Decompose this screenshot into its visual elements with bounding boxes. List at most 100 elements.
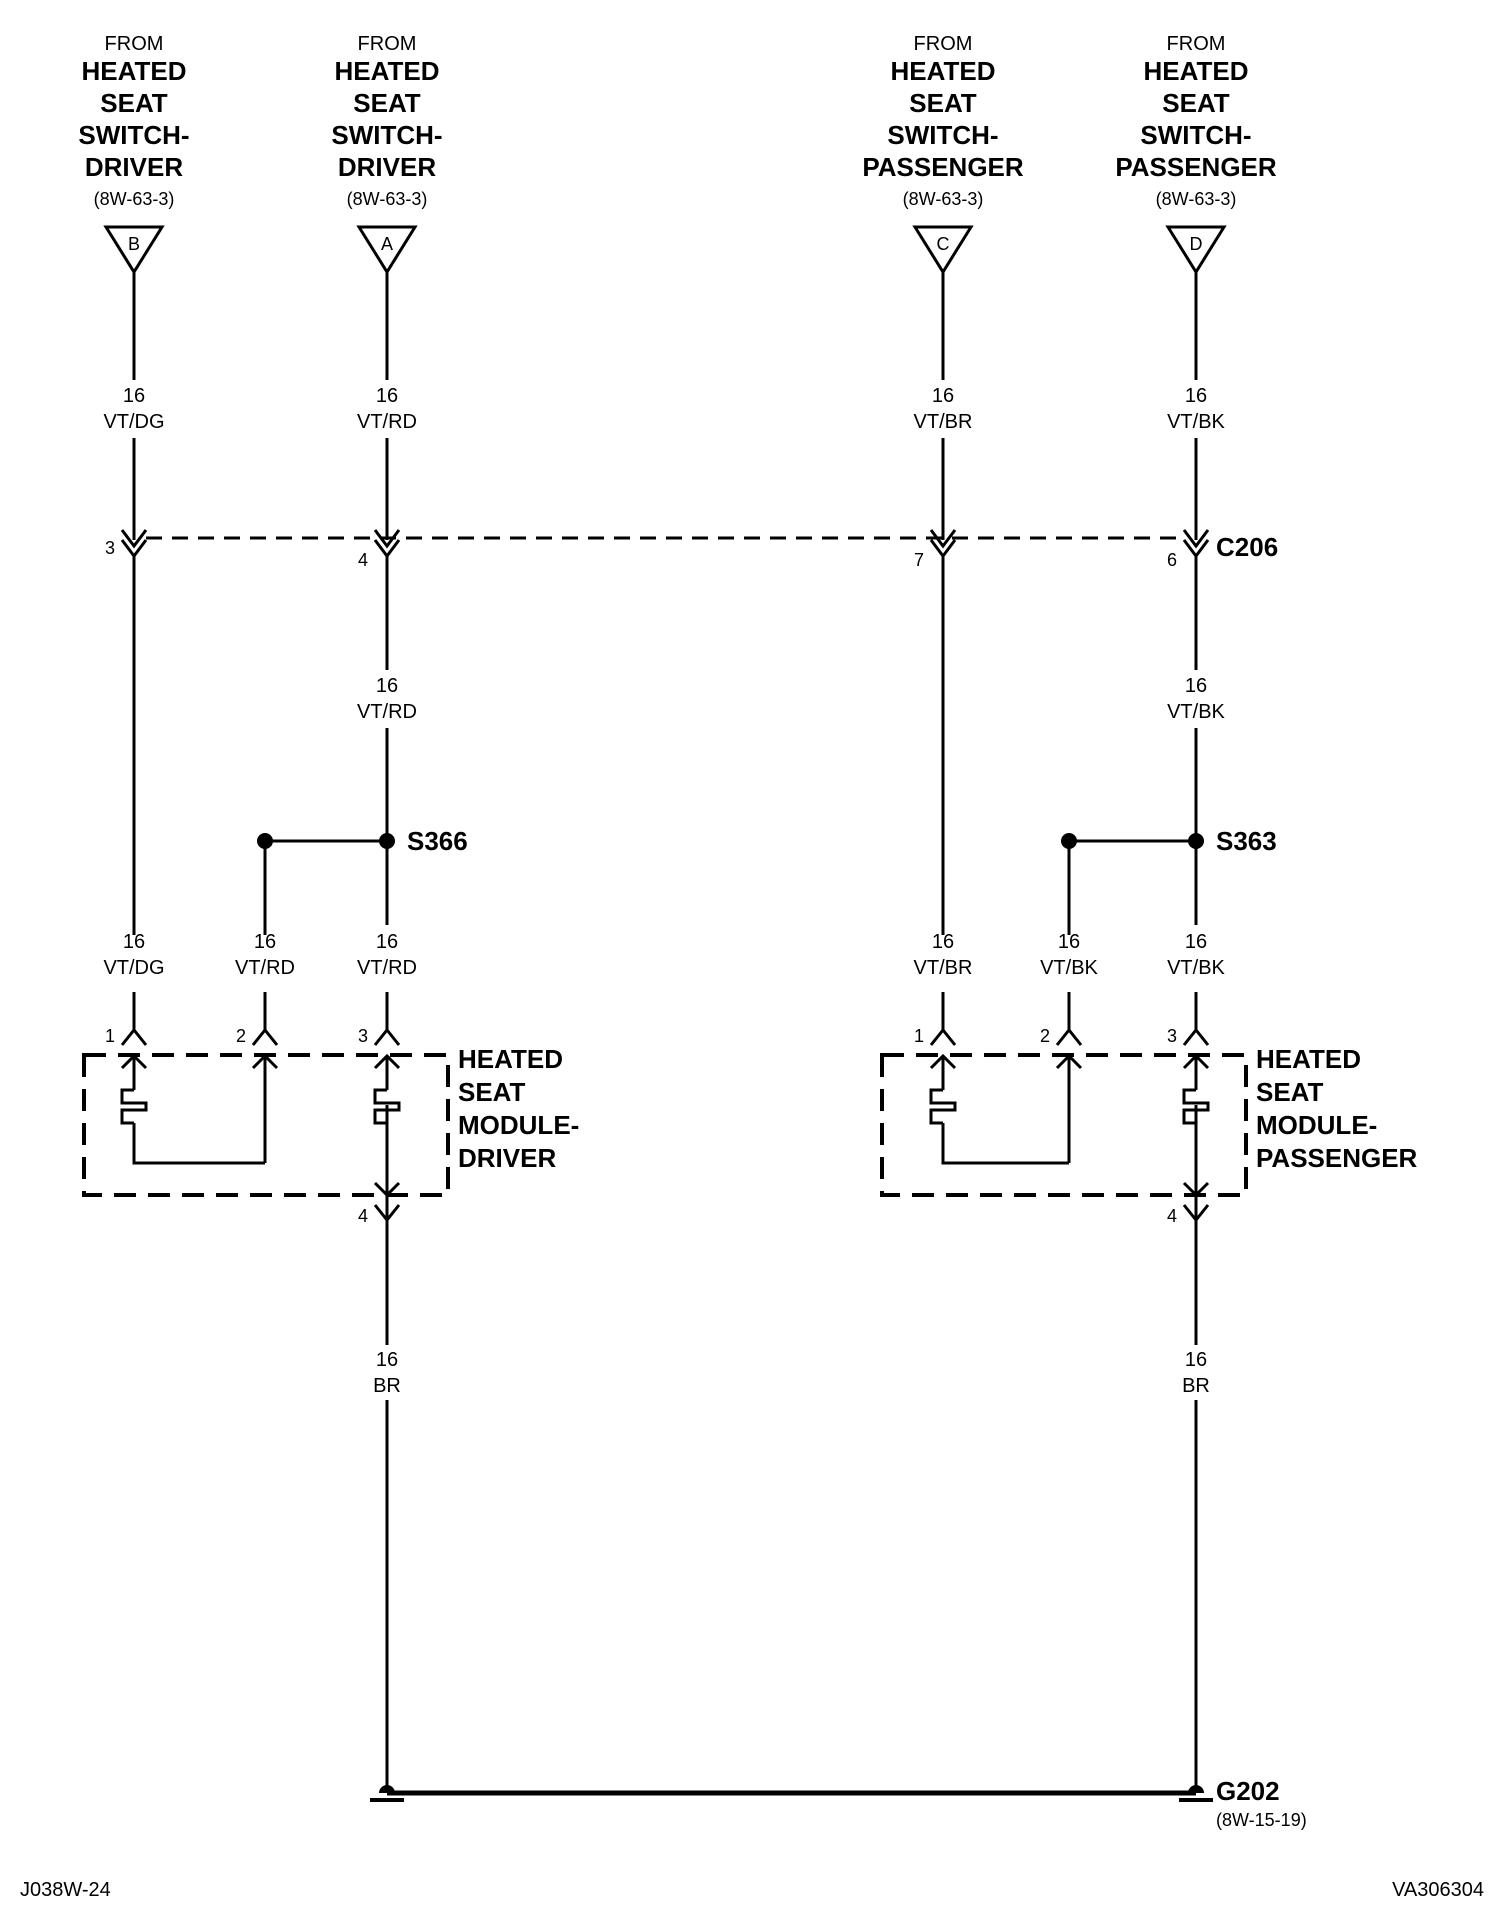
source-title-line: HEATED — [82, 56, 187, 86]
wire-color: VT/RD — [357, 411, 417, 433]
connector-pin-icon — [929, 1027, 957, 1046]
module-label-line: HEATED — [1256, 1044, 1361, 1074]
wire-color: VT/DG — [103, 411, 164, 433]
wire-gauge: 16 — [376, 385, 398, 407]
source-title-line: SEAT — [1162, 88, 1230, 118]
source-title-line: HEATED — [335, 56, 440, 86]
wire-gauge: 16 — [932, 385, 954, 407]
pin-number: 7 — [914, 550, 924, 570]
wire-gauge: 16 — [1058, 931, 1080, 953]
pin-number: 2 — [1040, 1026, 1050, 1046]
connector-flag-icon — [912, 225, 974, 275]
splice-name: S366 — [407, 826, 468, 856]
wire-color: VT/BR — [914, 411, 973, 433]
heater-element-icon — [120, 1088, 148, 1125]
wire-color: VT/DG — [103, 957, 164, 979]
internal-wire — [929, 1053, 957, 1090]
source-driver-a: FROM HEATED SEAT SWITCH- DRIVER (8W-63-3… — [331, 33, 443, 275]
ground-wire-labels: 16 BR 16 BR — [373, 1349, 1210, 1397]
splice-dot-icon — [257, 833, 273, 849]
source-title-line: SWITCH- — [1140, 120, 1251, 150]
connector-pin-icon — [1182, 1027, 1210, 1046]
source-ref: (8W-63-3) — [94, 189, 175, 209]
internal-wire — [132, 1123, 265, 1165]
wire-color: VT/BK — [1167, 411, 1225, 433]
source-from-label: FROM — [1167, 33, 1226, 55]
pin-number: 2 — [236, 1026, 246, 1046]
ground-symbol-icon — [379, 1785, 395, 1793]
flag-letter: A — [381, 234, 393, 254]
wire-gauge: 16 — [1185, 675, 1207, 697]
internal-wire — [941, 1123, 1069, 1165]
wire-color: VT/BK — [1167, 701, 1225, 723]
flag-letter: B — [128, 234, 140, 254]
wire-color: VT/BK — [1040, 957, 1098, 979]
connector-pin-icon — [1182, 529, 1210, 559]
wire-gauge: 16 — [376, 1349, 398, 1371]
connector-pin-icon — [120, 1027, 148, 1046]
internal-wire — [373, 1123, 401, 1198]
module-wire-labels: 16 VT/DG 16 VT/RD 16 VT/RD 16 VT/BR 16 V… — [103, 931, 1225, 979]
wire-gauge: 16 — [932, 931, 954, 953]
heater-element-icon — [1182, 1088, 1210, 1125]
connector-pin-icon — [1055, 1027, 1083, 1046]
heater-element-icon — [373, 1088, 401, 1125]
wire-gauge: 16 — [1185, 931, 1207, 953]
source-title-line: HEATED — [1144, 56, 1249, 86]
module-label-line: PASSENGER — [1256, 1143, 1418, 1173]
internal-wire — [251, 1053, 279, 1163]
splice-dot-icon — [1188, 833, 1204, 849]
splice-s366: S366 — [257, 826, 468, 856]
splice-dot-icon — [379, 833, 395, 849]
source-title-line: DRIVER — [85, 152, 183, 182]
connector-flag-icon — [103, 225, 165, 275]
wire-color: BR — [1182, 1375, 1210, 1397]
pin-number: 3 — [358, 1026, 368, 1046]
connector-pin-icon — [120, 529, 148, 559]
source-title-line: SEAT — [909, 88, 977, 118]
source-title-line: SEAT — [100, 88, 168, 118]
source-ref: (8W-63-3) — [347, 189, 428, 209]
source-from-label: FROM — [105, 33, 164, 55]
connector-pin-icon — [373, 1027, 401, 1046]
wire-gauge: 16 — [376, 675, 398, 697]
pin-number: 1 — [105, 1026, 115, 1046]
module-label-line: MODULE- — [458, 1110, 579, 1140]
splice-name: S363 — [1216, 826, 1277, 856]
wire-gauge: 16 — [254, 931, 276, 953]
source-title-line: SWITCH- — [331, 120, 442, 150]
wires — [132, 272, 1198, 1796]
wire-color: VT/BK — [1167, 957, 1225, 979]
mid-wire-labels: 16 VT/RD 16 VT/BK — [357, 675, 1226, 723]
wire-gauge: 16 — [123, 931, 145, 953]
wire-gauge: 16 — [123, 385, 145, 407]
connector-flag-icon — [356, 225, 418, 275]
footer-right-code: VA306304 — [1392, 1879, 1484, 1901]
internal-wire — [120, 1053, 148, 1090]
pin-number: 4 — [1167, 1206, 1177, 1226]
source-title-line: PASSENGER — [862, 152, 1024, 182]
wire-gauge: 16 — [1185, 385, 1207, 407]
source-passenger-c: FROM HEATED SEAT SWITCH- PASSENGER (8W-6… — [862, 33, 1024, 275]
source-title-line: PASSENGER — [1115, 152, 1277, 182]
source-title-line: SEAT — [353, 88, 421, 118]
internal-wire — [1182, 1053, 1210, 1090]
internal-wire — [1055, 1053, 1083, 1163]
connector-name: C206 — [1216, 532, 1278, 562]
pin-number: 4 — [358, 550, 368, 570]
connector-pin-icon — [373, 529, 401, 559]
flag-letter: D — [1190, 234, 1203, 254]
source-ref: (8W-63-3) — [1156, 189, 1237, 209]
module-label-line: MODULE- — [1256, 1110, 1377, 1140]
connector-c206: 3 4 7 6 C206 — [105, 529, 1278, 570]
upper-wire-labels: 16 VT/DG 16 VT/RD 16 VT/BR 16 VT/BK — [103, 385, 1225, 433]
pin-number: 4 — [358, 1206, 368, 1226]
source-title-line: SWITCH- — [78, 120, 189, 150]
module-label-line: HEATED — [458, 1044, 563, 1074]
pin-number: 6 — [1167, 550, 1177, 570]
source-title-line: HEATED — [891, 56, 996, 86]
wire-color: BR — [373, 1375, 401, 1397]
pin-number: 3 — [105, 538, 115, 558]
wire-gauge: 16 — [376, 931, 398, 953]
